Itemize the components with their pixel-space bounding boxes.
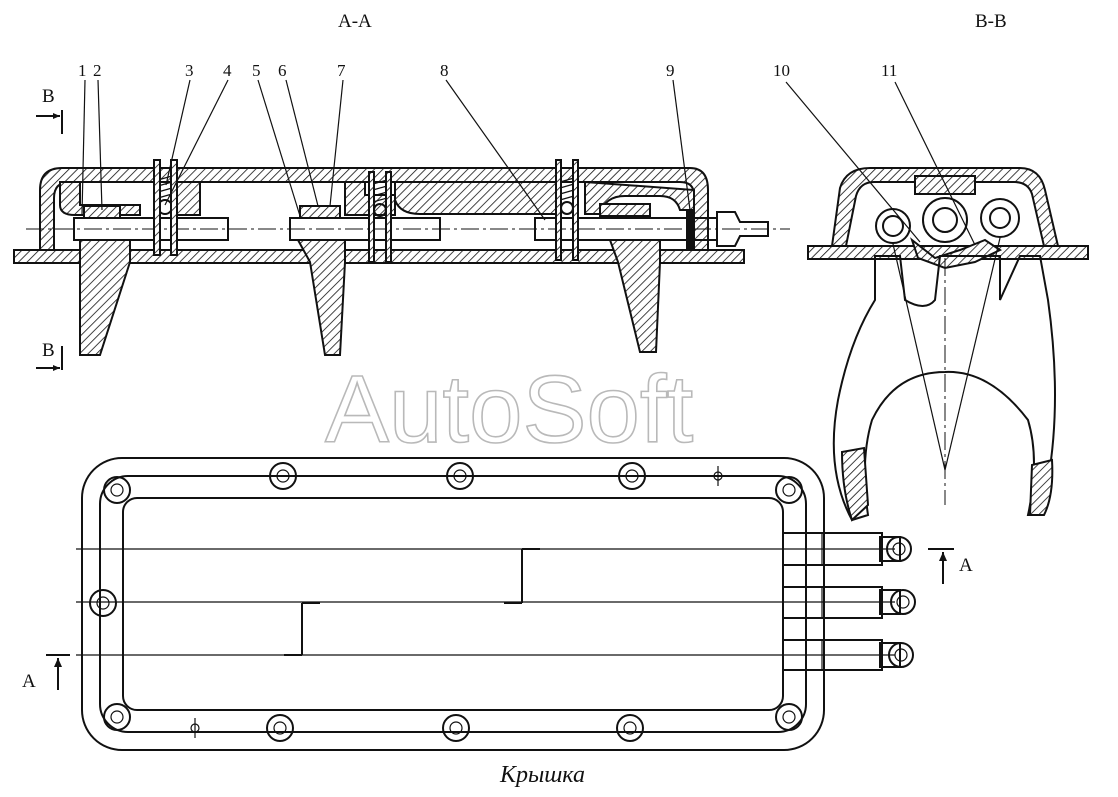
- part-label-3: 3: [185, 61, 194, 80]
- aa-detent-2: [368, 171, 392, 263]
- cut-marker-b-top: B: [42, 86, 55, 107]
- part-label-4: 4: [223, 61, 232, 80]
- section-aa-title: A-A: [338, 11, 372, 32]
- aa-fork-leg-1: [79, 239, 131, 356]
- part-label-6: 6: [278, 61, 287, 80]
- plan-rod-ends: [783, 532, 916, 671]
- aa-fork-hub-2: [299, 205, 341, 219]
- part-label-9: 9: [666, 61, 675, 80]
- bb-fork-pad-right: [1028, 458, 1054, 516]
- bb-rod-bore-1: [875, 208, 911, 244]
- aa-rod-3-end: [716, 211, 769, 247]
- plan-bolt-holes: [89, 462, 803, 742]
- part-label-2: 2: [93, 61, 102, 80]
- aa-rib-1: [174, 181, 201, 216]
- part-label-5: 5: [252, 61, 261, 80]
- part-label-8: 8: [440, 61, 449, 80]
- plan-dowel-marks: [190, 466, 723, 738]
- plan-cut-bracket-2: [284, 602, 320, 656]
- aa-detent-3: [555, 159, 579, 261]
- cut-marker-b-bottom: B: [42, 340, 55, 361]
- aa-rod-1: [73, 217, 229, 241]
- aa-seal: [686, 210, 694, 250]
- bb-shift-fork: [832, 255, 1056, 522]
- watermark: AutoSoft: [325, 356, 693, 463]
- aa-fork-leg-3: [608, 239, 661, 353]
- plan-outer-outline: [81, 457, 825, 751]
- section-bb-view: 10 11: [773, 61, 1089, 522]
- aa-fork-leg-2: [296, 239, 346, 356]
- aa-fork-hub-3: [599, 203, 651, 217]
- plan-middle-outline: [99, 475, 807, 733]
- bb-fork-pad-left: [840, 446, 870, 522]
- part-label-1: 1: [78, 61, 87, 80]
- plan-inner-outline: [122, 497, 784, 711]
- part-label-11: 11: [881, 61, 897, 80]
- aa-rib-3: [394, 181, 561, 215]
- section-aa-view: B B 1 2 3 4 5 6 7 8 9: [13, 61, 790, 371]
- part-label-7: 7: [337, 61, 346, 80]
- part-label-10: 10: [773, 61, 790, 80]
- bb-rod-bore-3: [980, 198, 1020, 238]
- bb-interlock: [910, 237, 1003, 270]
- cut-marker-a-left: A: [22, 671, 36, 692]
- plan-cut-bracket-1: [504, 548, 540, 604]
- section-bb-title: B-B: [975, 11, 1007, 32]
- bb-rod-bore-2: [922, 197, 968, 243]
- aa-detent-1: [153, 159, 178, 256]
- drawing-caption: Крышка: [499, 762, 585, 788]
- cut-b-top-stroke: [36, 110, 63, 134]
- cut-marker-a-right: A: [959, 555, 973, 576]
- plan-view: A A: [22, 457, 973, 751]
